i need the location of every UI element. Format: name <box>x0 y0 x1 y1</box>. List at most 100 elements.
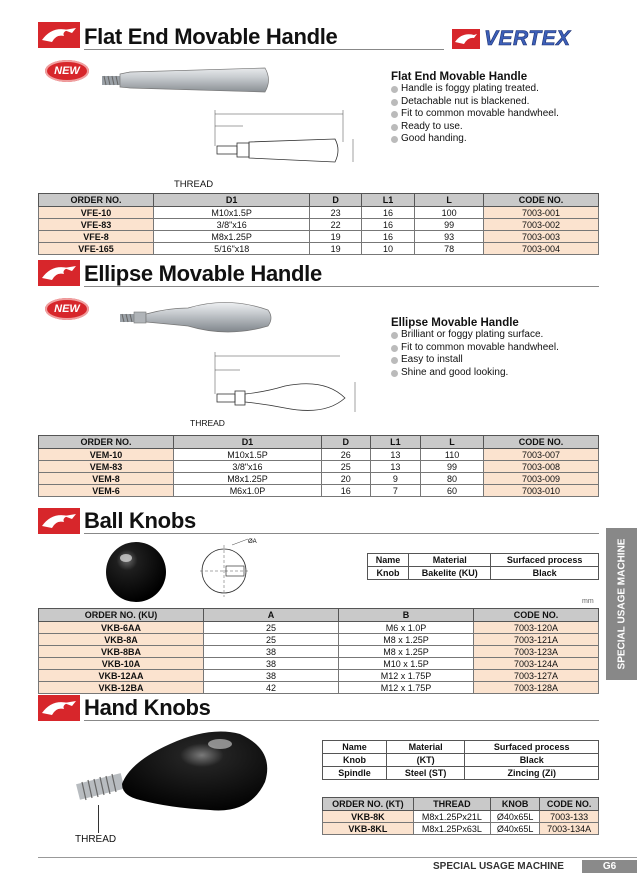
col-header: CODE NO. <box>483 435 599 449</box>
code-no: 7003-008 <box>483 460 599 473</box>
table-row: VKB-8KL M8x1.25Px63L Ø40x65L 7003-134A <box>322 822 599 835</box>
cell: Zincing (Zi) <box>464 766 599 780</box>
hand-material-table: Name Material Surfaced process Knob (KT)… <box>322 740 599 780</box>
code-no: 7003-001 <box>483 206 599 219</box>
cell: 23 <box>309 206 362 219</box>
cell: 3/8"x16 <box>173 460 322 473</box>
cell: 13 <box>369 448 422 461</box>
cell: M8x1.25Px21L <box>412 810 491 823</box>
title-rule <box>84 49 444 50</box>
feature-item: Fit to common movable handwheel. <box>391 108 591 121</box>
feature-item: Ready to use. <box>391 121 591 134</box>
mat-header: Material <box>408 553 492 567</box>
cell: 22 <box>309 218 362 231</box>
order-no: VKB-12AA <box>38 669 204 682</box>
order-no: VKB-8KL <box>322 822 414 835</box>
table-row: VKB-8BA 38 M8 x 1.25P 7003-123A <box>38 645 599 658</box>
order-no: VEM-8 <box>38 472 174 485</box>
table-row: VEM-8 M8x1.25P 20 9 80 7003-009 <box>38 472 599 485</box>
table-row: VEM-83 3/8"x16 25 13 99 7003-008 <box>38 460 599 473</box>
cell: 60 <box>420 484 484 497</box>
order-no: VFE-8 <box>38 230 154 243</box>
order-no: VFE-83 <box>38 218 154 231</box>
order-no: VKB-8BA <box>38 645 204 658</box>
cell: 16 <box>320 484 371 497</box>
cell: Black <box>490 566 599 580</box>
feature-item: Detachable nut is blackened. <box>391 96 591 109</box>
bird-logo-icon <box>38 695 80 721</box>
side-tab: SPECIAL USAGE MACHINE <box>606 528 637 680</box>
ellipse-handle-photo <box>118 292 278 342</box>
ellipse-features: Ellipse Movable Handle Brilliant or fogg… <box>391 317 596 379</box>
code-no: 7003-002 <box>483 218 599 231</box>
col-header: D <box>320 435 371 449</box>
ellipse-spec-table: ORDER NO. D1 D L1 L CODE NO. VEM-10 M10x… <box>38 435 599 497</box>
col-header: CODE NO. <box>473 608 599 622</box>
thread-pointer <box>98 805 99 833</box>
feature-item: Brilliant or foggy plating surface. <box>391 329 596 342</box>
new-badge: NEW <box>45 60 89 82</box>
code-no: 7003-004 <box>483 242 599 255</box>
cell: 25 <box>203 621 339 634</box>
cell: 80 <box>420 472 484 485</box>
cell: 100 <box>414 206 484 219</box>
order-no: VKB-6AA <box>38 621 204 634</box>
feature-title: Flat End Movable Handle <box>391 71 528 83</box>
table-row: VKB-12BA 42 M12 x 1.75P 7003-128A <box>38 681 599 694</box>
col-header: KNOB <box>489 797 541 811</box>
ball-spec-table: ORDER NO. (KU) A B CODE NO. VKB-6AA 25 M… <box>38 608 599 694</box>
cell: M10 x 1.5P <box>338 657 474 670</box>
col-header: ORDER NO. (KT) <box>322 797 414 811</box>
flat-features: Flat End Movable Handle Handle is foggy … <box>391 71 591 146</box>
order-no: VKB-10A <box>38 657 204 670</box>
section-title-ball: Ball Knobs <box>84 508 196 533</box>
code-no: 7003-134A <box>539 822 599 835</box>
vertex-logo: VERTEX <box>452 27 600 51</box>
cell: 16 <box>360 206 416 219</box>
feature-item: Easy to install <box>391 354 596 367</box>
cell: Spindle <box>322 766 387 780</box>
col-header: ORDER NO. <box>38 193 154 207</box>
cell: 9 <box>369 472 422 485</box>
table-row: VEM-6 M6x1.0P 16 7 60 7003-010 <box>38 484 599 497</box>
cell: M8x1.25P <box>173 472 322 485</box>
table-row: VFE-165 5/16"x18 19 10 78 7003-004 <box>38 242 599 255</box>
cell: 16 <box>360 230 416 243</box>
table-row: Knob (KT) Black <box>322 753 599 767</box>
brand-name: VERTEX <box>484 27 571 51</box>
cell: 78 <box>414 242 484 255</box>
cell: M10x1.5P <box>173 448 322 461</box>
cell: M6 x 1.0P <box>338 621 474 634</box>
bird-logo-icon <box>38 22 80 48</box>
code-no: 7003-127A <box>473 669 599 682</box>
flat-handle-drawing <box>195 106 375 181</box>
cell: 25 <box>203 633 339 646</box>
order-no: VKB-12BA <box>38 681 204 694</box>
ellipse-handle-drawing <box>195 348 375 416</box>
cell: 19 <box>309 242 362 255</box>
flat-spec-table: ORDER NO. D1 D L1 L CODE NO. VFE-10 M10x… <box>38 193 599 255</box>
order-no: VKB-8A <box>38 633 204 646</box>
col-header: D1 <box>173 435 322 449</box>
ball-knob-drawing: ØA <box>196 535 266 605</box>
table-row: VKB-12AA 38 M12 x 1.75P 7003-127A <box>38 669 599 682</box>
table-row: VKB-6AA 25 M6 x 1.0P 7003-120A <box>38 621 599 634</box>
col-header: ORDER NO. (KU) <box>38 608 204 622</box>
cell: Black <box>464 753 599 767</box>
cell: 38 <box>203 645 339 658</box>
hand-knob-photo <box>70 722 280 822</box>
col-header: L <box>420 435 484 449</box>
thread-label: THREAD <box>75 834 117 845</box>
title-rule <box>84 533 599 534</box>
cell: 5/16"x18 <box>152 242 311 255</box>
code-no: 7003-123A <box>473 645 599 658</box>
code-no: 7003-128A <box>473 681 599 694</box>
footer-section-name: SPECIAL USAGE MACHINE <box>433 861 564 872</box>
table-row: VKB-10A 38 M10 x 1.5P 7003-124A <box>38 657 599 670</box>
feature-item: Handle is foggy plating treated. <box>391 83 591 96</box>
cell: M10x1.5P <box>152 206 311 219</box>
cell: 110 <box>420 448 484 461</box>
table-row: VKB-8K M8x1.25Px21L Ø40x65L 7003-133 <box>322 810 599 823</box>
table-row: Spindle Steel (ST) Zincing (Zi) <box>322 766 599 780</box>
feature-item: Good handing. <box>391 133 591 146</box>
